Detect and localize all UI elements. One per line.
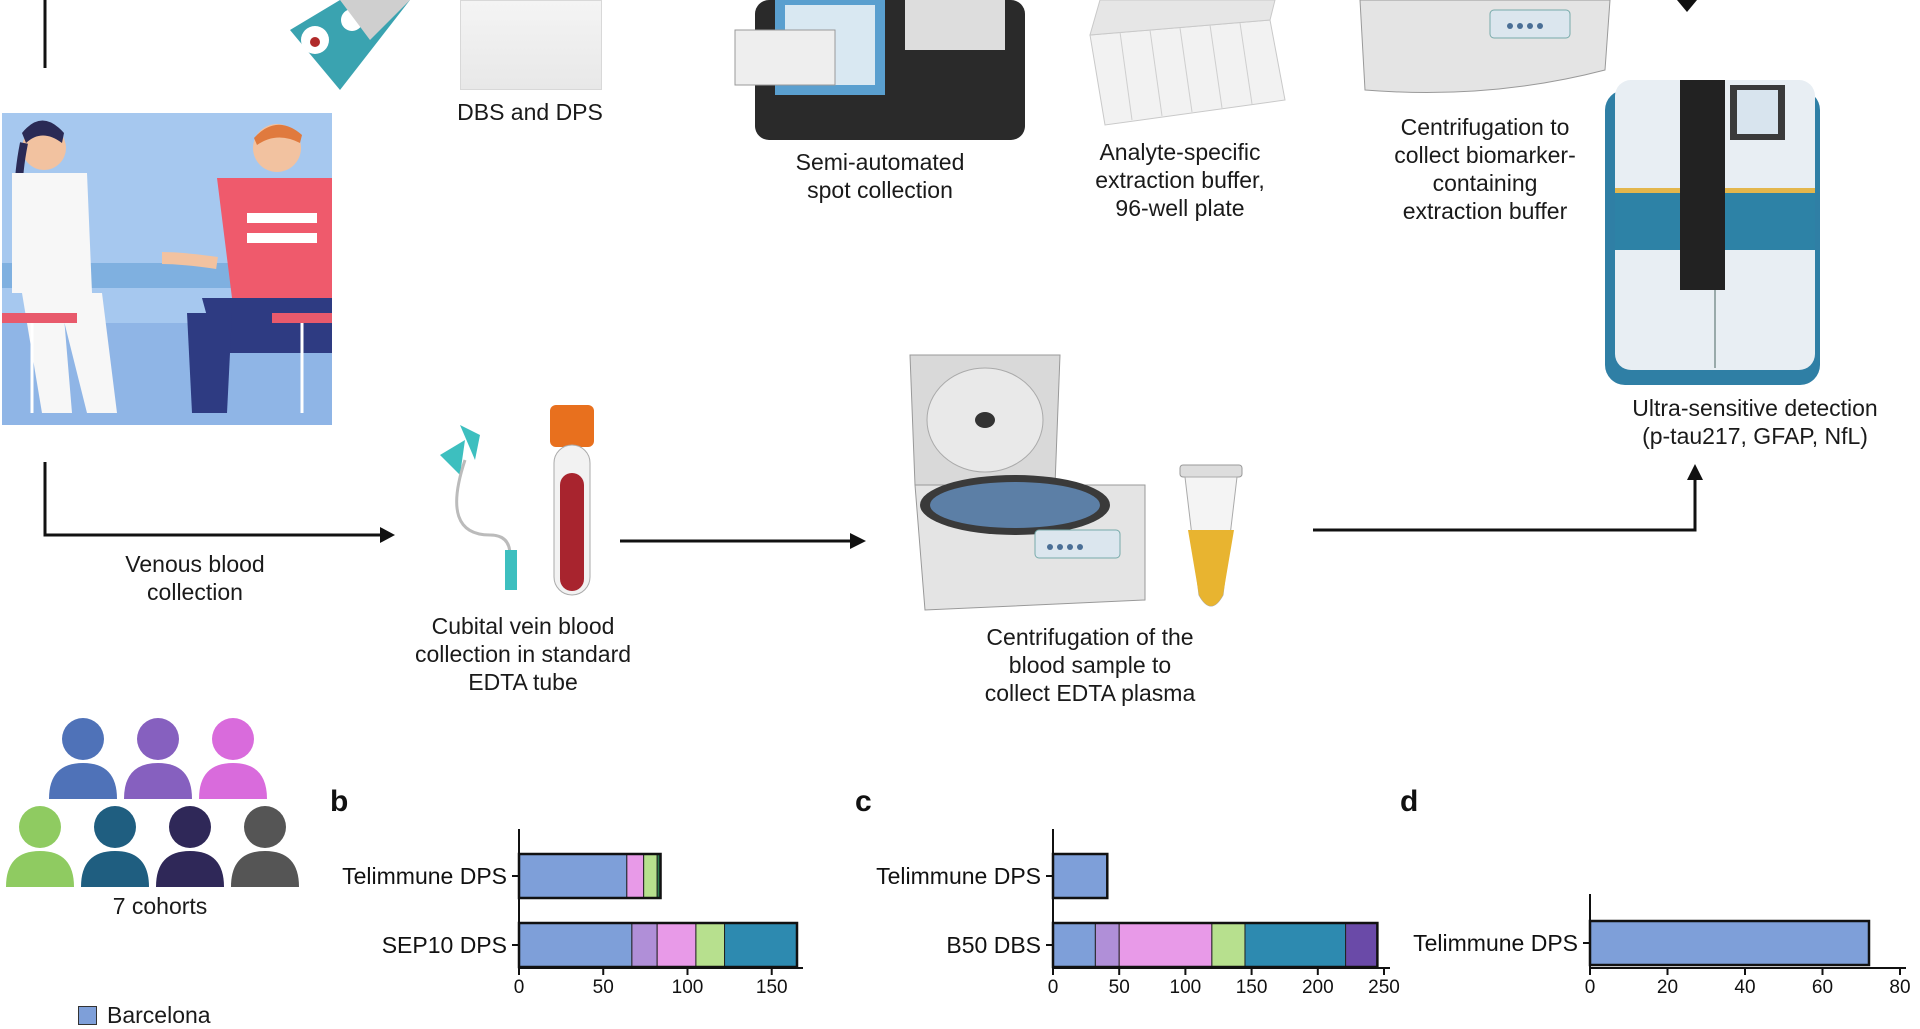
bar-outline [1588,919,1871,967]
filter-paper-card [460,0,602,90]
bar-segment [518,853,628,899]
connector-plasma-to-detection [1313,464,1703,532]
arrow-down-top-right [1677,0,1697,12]
detection-instrument [1605,80,1820,385]
caption-centrifugation-top: Centrifugation to collect biomarker- con… [1394,114,1576,224]
centrifuge-bottom-illustration [909,354,1243,611]
arrow-tube-to-centrifuge [620,533,866,549]
x-tick-label: 100 [672,977,704,998]
x-tick-label: 200 [1302,977,1334,998]
category-label: Telimmune DPS [876,863,1041,889]
x-tick-label: 80 [1889,977,1910,998]
x-tick-label: 50 [593,977,614,998]
connector-top-left [43,0,47,68]
bar-outline [517,852,662,900]
x-tick-label: 0 [514,977,525,998]
x-tick-label: 60 [1812,977,1833,998]
connector-venous-arrow [43,462,395,543]
category-label: Telimmune DPS [1413,930,1578,956]
caption-semi-automated: Semi-automated spot collection [795,149,965,203]
caption-cohorts: 7 cohorts [112,893,208,919]
bar-segment [1118,922,1213,968]
category-label: Telimmune DPS [342,863,507,889]
x-tick-label: 50 [1109,977,1130,998]
x-tick-label: 150 [1236,977,1268,998]
caption-extraction-buffer: Analyte-specific extraction buffer, 96-w… [1095,139,1265,221]
caption-dbs-dps: DBS and DPS [457,99,603,125]
needle-and-tube-illustration [440,405,594,596]
panel-letter-c: c [855,785,872,818]
bar-segment [1094,922,1120,968]
panel-letter-b: b [330,785,349,818]
x-tick-label: 40 [1734,977,1755,998]
bar-outline [517,921,799,969]
bar-segment [643,853,658,899]
x-tick-label: 0 [1585,977,1596,998]
legend-label: Barcelona [107,1002,211,1028]
cohort-person-icon [49,718,117,799]
bar-segment [1052,853,1108,899]
caption-centrifugation-bottom: Centrifugation of the blood sample to co… [984,624,1196,706]
dbs-card-illustration [290,0,410,90]
cohort-person-icon [199,718,267,799]
well-plate-icon [1089,0,1286,126]
centrifuge-top-illustration [1359,0,1611,93]
x-tick-label: 20 [1657,977,1678,998]
bar-outline [1051,921,1379,969]
cohort-person-icon [231,806,299,887]
legend-item: Barcelona [78,1002,211,1029]
category-label: SEP10 DPS [382,932,507,958]
bar-segment [1589,920,1870,966]
legend-swatch-barcelona [78,1006,97,1025]
panel-letter-d: d [1400,785,1419,818]
x-tick-label: 0 [1048,977,1059,998]
axes: 0 20 40 60 80 [1585,894,1911,998]
bar-outline [1051,852,1109,900]
bar-segment [518,922,633,968]
cohort-person-icon [156,806,224,887]
bar-segment [1052,922,1096,968]
caption-ultra-sensitive: Ultra-sensitive detection (p-tau217, GFA… [1632,395,1878,449]
bar-segment [1211,922,1246,968]
x-tick-label: 100 [1170,977,1202,998]
bar-segment [631,922,658,968]
cohort-person-icon [81,806,149,887]
x-tick-label: 250 [1368,977,1400,998]
bar-segment [656,922,697,968]
bar-segment [695,922,726,968]
blood-collection-scene [2,113,332,425]
chart-panel-c: 0 50 100 150 200 250 Telimmune DPS B50 DBS [876,829,1400,998]
bar-segment [626,853,645,899]
category-label: B50 DBS [946,932,1041,958]
chart-panel-b: 0 50 100 150 Telimmune DPS SEP10 DPS [342,829,803,998]
cohort-person-icon [6,806,74,887]
cohorts-people-icon [6,718,299,887]
chart-panel-d: 0 20 40 60 80 Telimmune DPS [1413,894,1911,998]
cohort-person-icon [124,718,192,799]
caption-venous-collection: Venous blood collection [125,551,265,605]
spot-collection-device [734,0,1025,140]
caption-cubital-vein: Cubital vein blood collection in standar… [414,613,632,695]
bar-segment [1244,922,1347,968]
x-tick-label: 150 [756,977,788,998]
bar-segment [724,922,798,968]
